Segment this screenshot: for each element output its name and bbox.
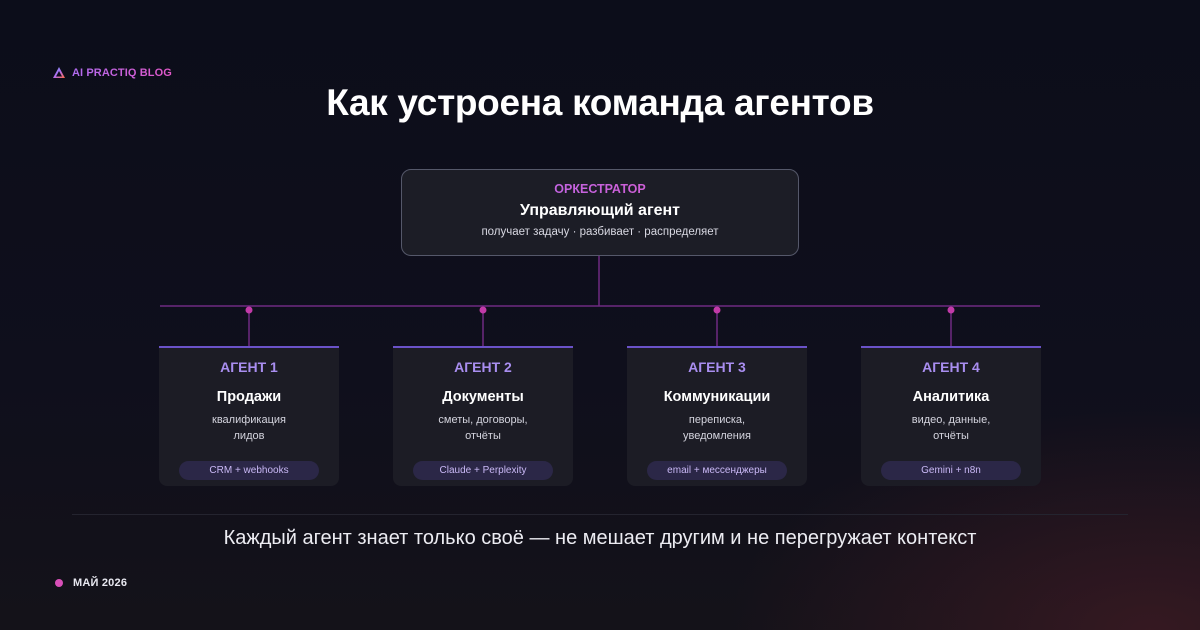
- agent-description: видео, данные, отчёты: [911, 414, 991, 442]
- date-dot-icon: [55, 579, 63, 587]
- date-text: МАЙ 2026: [73, 577, 128, 589]
- connector-node-2: [479, 306, 487, 314]
- footer-caption: Каждый агент знает только своё — не меша…: [223, 527, 977, 549]
- agent-label: АГЕНТ 4: [922, 359, 980, 375]
- orchestrator-name: Управляющий агент: [519, 202, 681, 219]
- agent-card-4: АГЕНТ 4 Аналитика видео, данные, отчёты …: [861, 346, 1041, 486]
- agent-description: переписка, уведомления: [683, 414, 751, 442]
- agent-name: Коммуникации: [663, 389, 771, 405]
- agent-card-3: АГЕНТ 3 Коммуникации переписка, уведомле…: [627, 346, 807, 486]
- agent-tools-tag: Claude + Perplexity: [413, 461, 553, 480]
- connector-node-1: [245, 306, 253, 314]
- connector-node-4: [947, 306, 955, 314]
- page-title: Как устроена команда агентов: [326, 82, 874, 123]
- agent-tools-tag: email + мессенджеры: [647, 461, 787, 480]
- date-stamp: МАЙ 2026: [55, 577, 127, 589]
- agent-label: АГЕНТ 2: [454, 359, 512, 375]
- orchestrator-card: ОРКЕСТРАТОР Управляющий агент получает з…: [401, 169, 799, 256]
- agent-name: Продажи: [216, 389, 282, 405]
- agent-label: АГЕНТ 1: [220, 359, 278, 375]
- agent-card-2: АГЕНТ 2 Документы сметы, договоры, отчёт…: [393, 346, 573, 486]
- agent-description: квалификация лидов: [212, 414, 286, 442]
- agent-tools-tag: CRM + webhooks: [179, 461, 319, 480]
- agent-description: сметы, договоры, отчёты: [438, 414, 528, 442]
- agent-name: Аналитика: [912, 389, 990, 405]
- agent-tools-tag: Gemini + n8n: [881, 461, 1021, 480]
- triangle-logo-icon: [53, 67, 65, 78]
- orchestrator-description: получает задачу · разбивает · распределя…: [481, 226, 719, 238]
- agent-card-1: АГЕНТ 1 Продажи квалификация лидов CRM +…: [159, 346, 339, 486]
- footer-divider: [72, 514, 1128, 515]
- brand: AI PRACTIQ BLOG: [52, 66, 172, 80]
- connector-node-3: [713, 306, 721, 314]
- orchestrator-role: ОРКЕСТРАТОР: [402, 182, 798, 196]
- brand-name: AI PRACTIQ BLOG: [72, 67, 172, 79]
- agent-label: АГЕНТ 3: [688, 359, 746, 375]
- agent-name: Документы: [442, 389, 524, 405]
